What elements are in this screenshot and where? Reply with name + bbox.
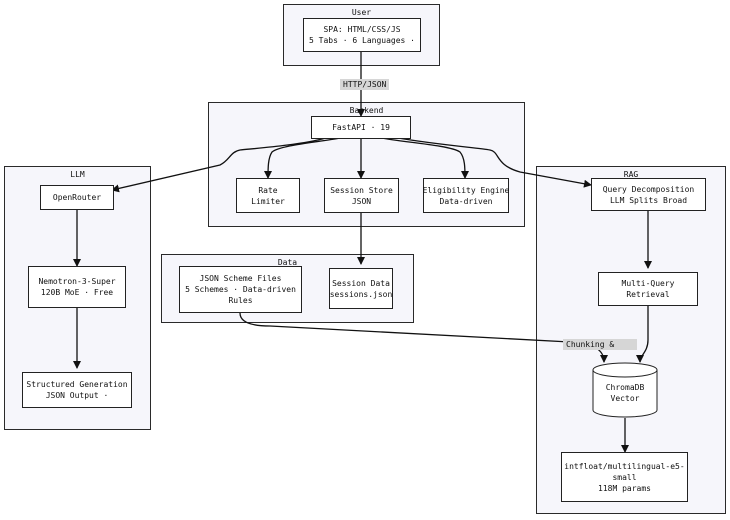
scheme-files-line-2: 5 Schemes · Data-driven [185, 285, 296, 294]
e5-model-node: intfloat/multilingual-e5- small 118M par… [561, 452, 688, 502]
session-data-line-2: sessions.json [329, 289, 393, 299]
structured-generation-node: Structured Generation JSON Output · [22, 372, 132, 408]
nemotron-node: Nemotron-3-Super 120B MoE · Free [28, 266, 126, 308]
edge-multiquery-chromadb [636, 306, 649, 363]
structured-line-2: JSON Output · [45, 391, 109, 400]
session-data-line-1: Session Data [332, 278, 390, 288]
openrouter-line-1: OpenRouter [52, 193, 102, 202]
chromadb-node: ChromaDB Vector [592, 376, 658, 410]
openrouter-node: OpenRouter [40, 185, 114, 210]
rate-limiter-node: Rate Limiter [236, 178, 300, 213]
query-decomp-line-2: LLM Splits Broad [609, 195, 688, 205]
session-data-node: Session Data sessions.json [329, 268, 393, 309]
edge-schemefiles-chromadb [239, 312, 608, 363]
backend-group-title: Backend [349, 106, 384, 115]
multi-query-line-1: Multi-Query [621, 279, 675, 288]
chromadb-line-1: ChromaDB [605, 383, 645, 392]
eligibility-line-2: Data-driven [439, 196, 493, 206]
edge-fastapi-openrouter [111, 137, 327, 193]
rate-limiter-line-2: Limiter [251, 196, 285, 206]
query-decomposition-node: Query Decomposition LLM Splits Broad [591, 178, 706, 211]
structured-line-1: Structured Generation [26, 380, 128, 389]
fastapi-line-1: FastAPI · 19 [332, 123, 390, 132]
data-group-title: Data [277, 258, 298, 267]
spa-line-2: 5 Tabs · 6 Languages · [309, 36, 415, 45]
eligibility-engine-node: Eligibility Engine Data-driven [423, 178, 509, 213]
e5-line-1: intfloat/multilingual-e5- [564, 461, 685, 471]
session-store-node: Session Store JSON [324, 178, 399, 213]
multi-query-line-2: Retrieval [626, 290, 670, 299]
http-json-edge-label: HTTP/JSON [340, 79, 390, 90]
nemotron-line-1: Nemotron-3-Super [38, 277, 116, 286]
nemotron-line-2: 120B MoE · Free [40, 288, 114, 297]
multi-query-retrieval-node: Multi-Query Retrieval [598, 272, 698, 306]
spa-line-1: SPA: HTML/CSS/JS [323, 25, 401, 34]
edge-fastapi-eligibility [381, 137, 469, 179]
eligibility-line-1: Eligibility Engine [422, 185, 510, 195]
session-store-line-1: Session Store [330, 185, 393, 195]
edge-fastapi-ratelimiter [264, 137, 341, 179]
scheme-files-line-1: JSON Scheme Files [199, 274, 282, 283]
e5-line-2: small [612, 472, 637, 482]
query-decomp-line-1: Query Decomposition [602, 184, 695, 194]
scheme-files-node: JSON Scheme Files 5 Schemes · Data-drive… [179, 266, 302, 313]
spa-node: SPA: HTML/CSS/JS 5 Tabs · 6 Languages · [303, 18, 421, 52]
scheme-files-line-3: Rules [228, 296, 253, 305]
rate-limiter-line-1: Rate [258, 185, 278, 195]
llm-group-title: LLM [70, 170, 85, 179]
chunking-edge-label: Chunking & [563, 339, 637, 350]
e5-line-3: 118M params [598, 483, 651, 493]
user-group-title: User [351, 8, 372, 17]
edge-fastapi-querydecomp [397, 137, 592, 188]
fastapi-node: FastAPI · 19 [311, 116, 411, 139]
rag-group-title: RAG [623, 170, 639, 179]
chromadb-cylinder [592, 362, 658, 418]
chromadb-line-2: Vector [610, 394, 640, 403]
session-store-line-2: JSON [351, 196, 372, 206]
